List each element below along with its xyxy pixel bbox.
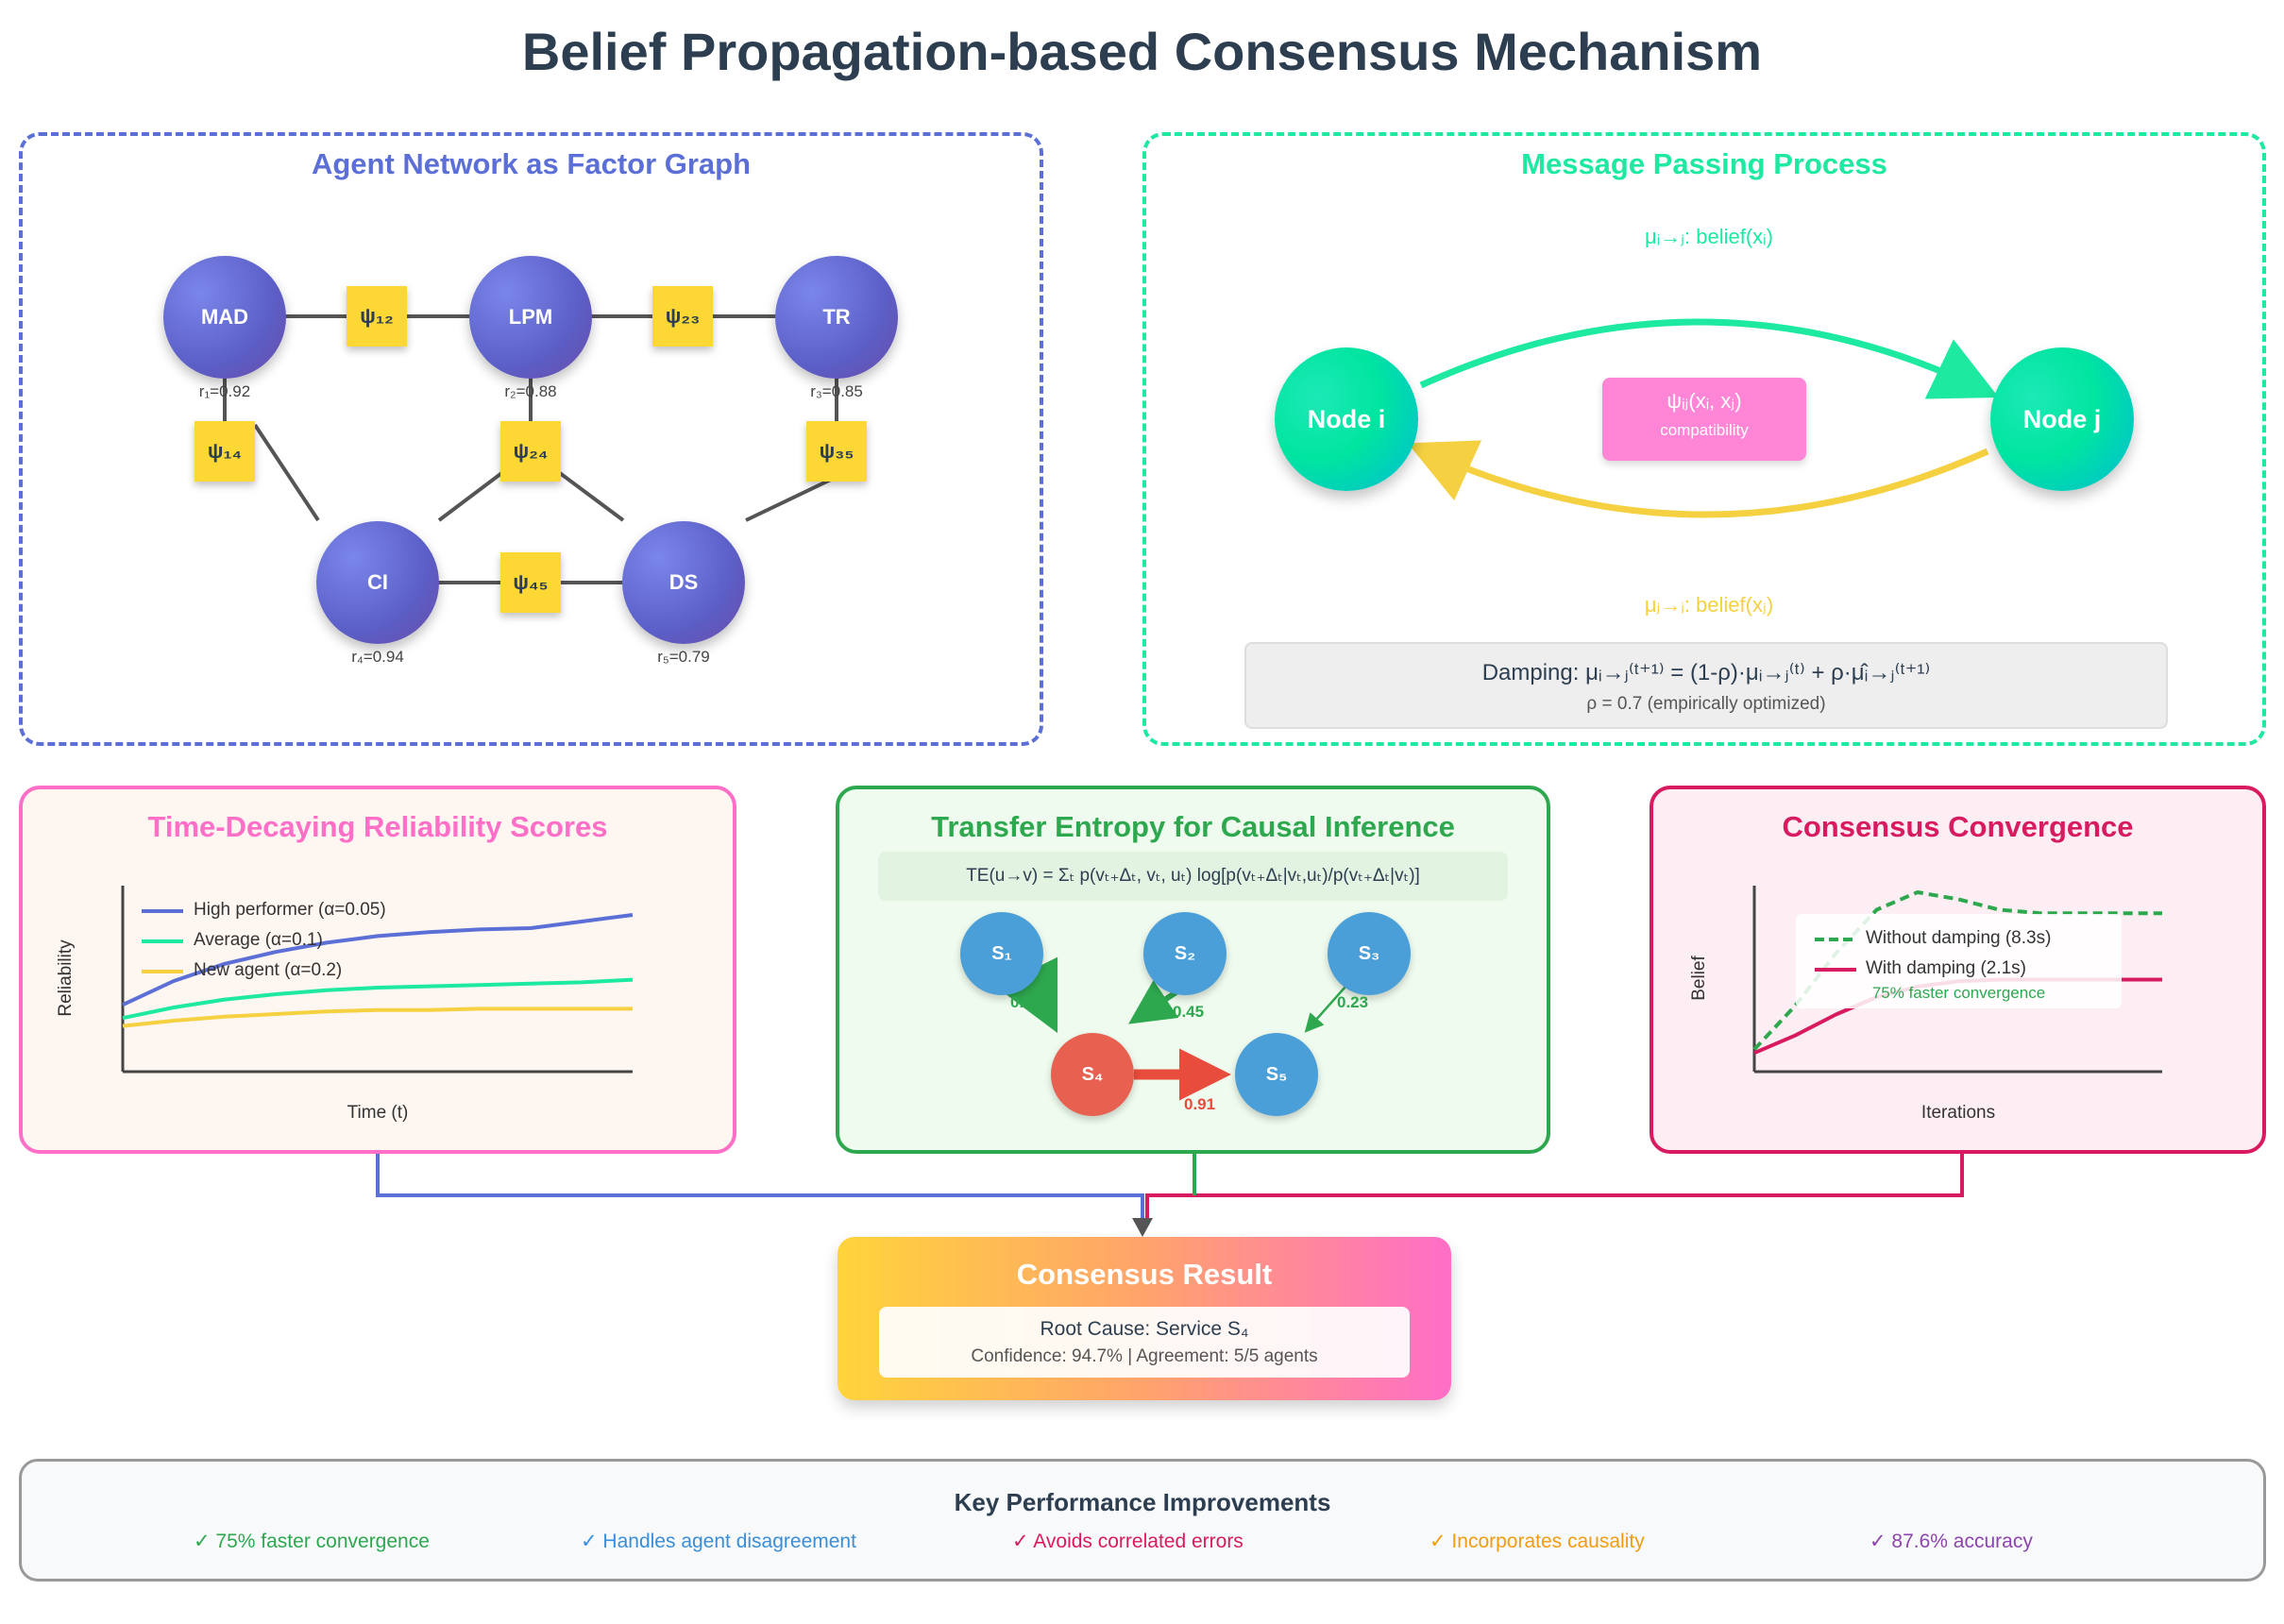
convergence-note: 75% faster convergence xyxy=(1871,984,2046,1002)
edge-label-s3-s5: 0.23 xyxy=(1337,993,1369,1011)
convergence-legend-without: Without damping (8.3s) xyxy=(1866,928,2052,948)
agent-node-ci: CI xyxy=(316,521,439,644)
reliability-title: Time-Decaying Reliability Scores xyxy=(147,810,608,843)
factor-graph-panel: Agent Network as Factor Graph xyxy=(19,132,1043,746)
service-node-s5: S₅ xyxy=(1235,1033,1318,1116)
reliability-legend-new: New agent (α=0.2) xyxy=(194,960,343,980)
compatibility-formula: ψᵢⱼ(xᵢ, xⱼ) xyxy=(1666,389,1742,413)
edge-label-s2-s4: 0.45 xyxy=(1173,1003,1205,1021)
confidence-text: Confidence: 94.7% | Agreement: 5/5 agent… xyxy=(971,1346,1318,1366)
convergence-title: Consensus Convergence xyxy=(1782,810,2134,843)
compatibility-label: compatibility xyxy=(1660,421,1749,439)
reliability-legend-high: High performer (α=0.05) xyxy=(194,900,386,920)
backward-message-label: μⱼ→ᵢ: belief(xⱼ) xyxy=(1644,593,1774,617)
compatibility-box: ψᵢⱼ(xᵢ, xⱼ) compatibility xyxy=(1602,378,1806,461)
node-i: Node i xyxy=(1275,347,1418,491)
edge-label-s4-s5: 0.91 xyxy=(1184,1095,1216,1113)
agent-node-mad: MAD xyxy=(163,256,286,379)
factor-psi-24: ψ₂₄ xyxy=(500,421,561,482)
consensus-result-title: Consensus Result xyxy=(1016,1258,1273,1291)
consensus-result-inner: Root Cause: Service S₄ Confidence: 94.7%… xyxy=(879,1307,1410,1378)
kp-incorporates-causality: ✓ Incorporates causality xyxy=(1430,1531,1645,1552)
node-j: Node j xyxy=(1990,347,2134,491)
consensus-result-box: Consensus Result Root Cause: Service S₄ … xyxy=(837,1237,1451,1400)
reliability-label-tr: r₃=0.85 xyxy=(810,382,863,400)
convergence-legend-with: With damping (2.1s) xyxy=(1866,958,2027,978)
reliability-legend-average: Average (α=0.1) xyxy=(194,930,323,950)
edge-label-s1-s4: 0.67 xyxy=(1010,993,1042,1011)
root-cause-text: Root Cause: Service S₄ xyxy=(1040,1318,1249,1340)
kp-faster-convergence: ✓ 75% faster convergence xyxy=(194,1531,430,1552)
transfer-entropy-formula: TE(u→v) = Σₜ p(vₜ₊Δₜ, vₜ, uₜ) log[p(vₜ₊Δ… xyxy=(878,852,1508,901)
service-node-s2: S₂ xyxy=(1143,912,1227,995)
forward-message-label: μᵢ→ⱼ: belief(xᵢ) xyxy=(1645,225,1773,248)
series-line-average xyxy=(122,977,634,1021)
series-line-high-performer xyxy=(122,913,634,1007)
key-performance-box xyxy=(19,1459,2266,1582)
reliability-label-lpm: r₂=0.88 xyxy=(504,382,557,400)
message-passing-panel: Message Passing Process xyxy=(1142,132,2266,746)
factor-psi-14: ψ₁₄ xyxy=(195,421,255,482)
kp-handles-disagreement: ✓ Handles agent disagreement xyxy=(581,1531,856,1552)
convergence-panel: Consensus Convergence xyxy=(1650,786,2266,1154)
reliability-xlabel: Time (t) xyxy=(347,1103,409,1123)
key-performance-title: Key Performance Improvements xyxy=(954,1488,1331,1516)
series-line-new-agent xyxy=(122,1007,633,1028)
damping-formula: Damping: μᵢ→ⱼ⁽ᵗ⁺¹⁾ = (1-ρ)·μᵢ→ⱼ⁽ᵗ⁾ + ρ·μ… xyxy=(1481,660,1931,685)
factor-graph-title: Agent Network as Factor Graph xyxy=(311,147,752,180)
convergence-legend-box xyxy=(1796,914,2122,1008)
factor-psi-45: ψ₄₅ xyxy=(500,552,561,613)
damping-box: Damping: μᵢ→ⱼ⁽ᵗ⁺¹⁾ = (1-ρ)·μᵢ→ⱼ⁽ᵗ⁾ + ρ·μ… xyxy=(1244,642,2168,729)
agent-node-tr: TR xyxy=(775,256,898,379)
damping-note: ρ = 0.7 (empirically optimized) xyxy=(1586,694,1826,714)
series-line-without-damping xyxy=(1752,890,2162,1051)
message-passing-title: Message Passing Process xyxy=(1521,147,1887,180)
service-node-s4: S₄ xyxy=(1051,1033,1134,1116)
reliability-label-ds: r₅=0.79 xyxy=(657,648,710,666)
agent-node-lpm: LPM xyxy=(469,256,592,379)
factor-psi-23: ψ₂₃ xyxy=(652,286,713,347)
factor-psi-12: ψ₁₂ xyxy=(347,286,407,347)
kp-accuracy: ✓ 87.6% accuracy xyxy=(1869,1531,2033,1552)
reliability-panel: Time-Decaying Reliability Scores xyxy=(19,786,736,1154)
kp-avoids-correlated-errors: ✓ Avoids correlated errors xyxy=(1012,1531,1244,1552)
transfer-entropy-title: Transfer Entropy for Causal Inference xyxy=(931,810,1455,843)
factor-psi-35: ψ₃₅ xyxy=(806,421,867,482)
reliability-label-mad: r₁=0.92 xyxy=(198,382,251,400)
service-node-s1: S₁ xyxy=(960,912,1043,995)
page-title: Belief Propagation-based Consensus Mecha… xyxy=(521,22,1763,81)
service-node-s3: S₃ xyxy=(1328,912,1411,995)
convergence-xlabel: Iterations xyxy=(1920,1103,1996,1123)
agent-node-ds: DS xyxy=(622,521,745,644)
reliability-label-ci: r₄=0.94 xyxy=(351,648,404,666)
